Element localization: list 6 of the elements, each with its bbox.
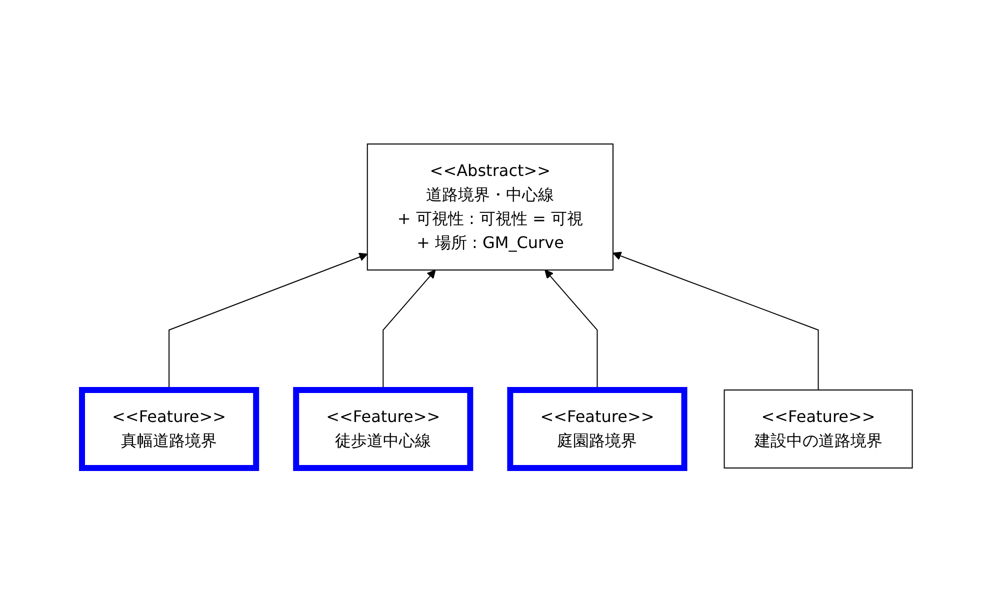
node-box: <<Abstract>> 道路境界・中心線 + 可視性 : 可視性 = 可視 + 場所 : GM_Curve xyxy=(366,143,614,270)
node-box: <<Feature>> 建設中の道路境界 xyxy=(724,389,913,468)
node-box: <<Feature>> 真幅道路境界 xyxy=(78,386,259,470)
node-box: <<Feature>> 徒歩道中心線 xyxy=(292,386,474,470)
arrow xyxy=(612,251,819,390)
node-box: <<Feature>> 庭園路境界 xyxy=(507,386,688,470)
